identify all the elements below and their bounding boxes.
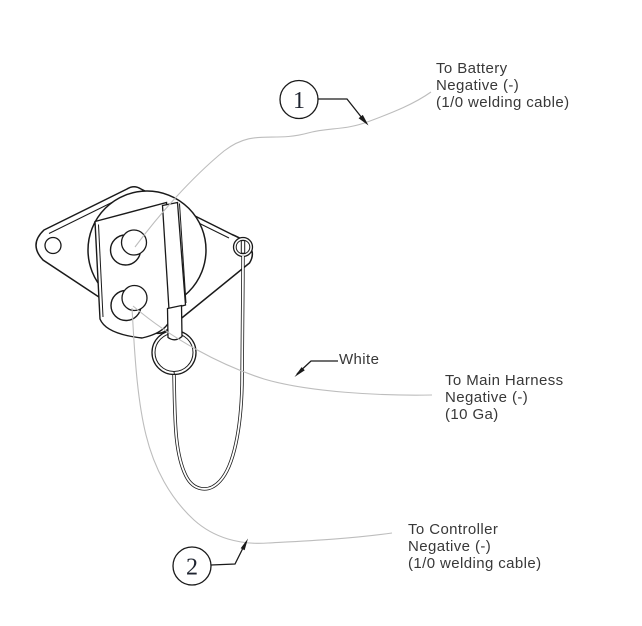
- lanyard-cable: [172, 255, 245, 491]
- terminal-plate-edge: [98, 224, 104, 318]
- battery-cable-wire: [134, 91, 432, 248]
- label-main-harness-line3: (10 Ga): [445, 406, 499, 423]
- label-controller: To Controller Negative (-) (1/0 welding …: [408, 521, 542, 572]
- balloon-2-leader: [210, 541, 247, 566]
- blade-edge: [179, 203, 187, 304]
- controller-cable-wire: [131, 307, 393, 544]
- balloon-2-number: 2: [186, 555, 198, 581]
- balloon-2: 2: [172, 538, 248, 586]
- label-battery: To Battery Negative (-) (1/0 welding cab…: [436, 60, 570, 111]
- mounting-hole-left: [44, 236, 62, 255]
- balloon-2-arrow-icon: [240, 538, 248, 551]
- balloon-1-circle: [279, 79, 319, 120]
- label-controller-line1: To Controller: [408, 521, 499, 538]
- terminal-stud-end-top: [120, 229, 148, 256]
- lanyard-core: [173, 255, 244, 490]
- mounting-screw-right: [232, 236, 254, 258]
- white-harness-wire: [132, 305, 433, 396]
- balloon-1-number: 1: [293, 88, 305, 114]
- terminal-stud-top: [109, 229, 148, 266]
- blade-face: [161, 201, 187, 311]
- pull-pin: [166, 304, 183, 341]
- label-battery-line2: Negative (-): [436, 77, 520, 94]
- label-wire-color: White: [339, 351, 379, 368]
- pull-ring-assembly: [151, 304, 197, 379]
- switch-body: [87, 190, 207, 339]
- label-battery-line1: To Battery: [436, 60, 508, 77]
- label-main-harness: To Main Harness Negative (-) (10 Ga): [445, 372, 564, 423]
- label-main-harness-line2: Negative (-): [445, 389, 529, 406]
- label-wire-color-text: White: [339, 351, 380, 368]
- terminal-stud-end-bottom: [121, 284, 148, 312]
- white-leader-arrow-icon: [294, 367, 305, 377]
- pull-pin-blade: [161, 201, 187, 311]
- balloon-2-circle: [172, 546, 212, 586]
- screw-slot-icon: [240, 240, 246, 254]
- label-battery-line3: (1/0 welding cable): [436, 94, 570, 111]
- label-controller-line2: Negative (-): [408, 538, 492, 555]
- balloon-1: 1: [279, 79, 369, 126]
- balloon-1-arrow-icon: [358, 114, 369, 126]
- white-leader-line: [296, 360, 338, 375]
- white-label-leader: [294, 360, 338, 377]
- label-controller-line3: (1/0 welding cable): [408, 555, 542, 572]
- label-main-harness-line1: To Main Harness: [445, 372, 564, 389]
- terminal-stud-bottom: [110, 284, 148, 322]
- balloon-1-leader: [318, 98, 367, 124]
